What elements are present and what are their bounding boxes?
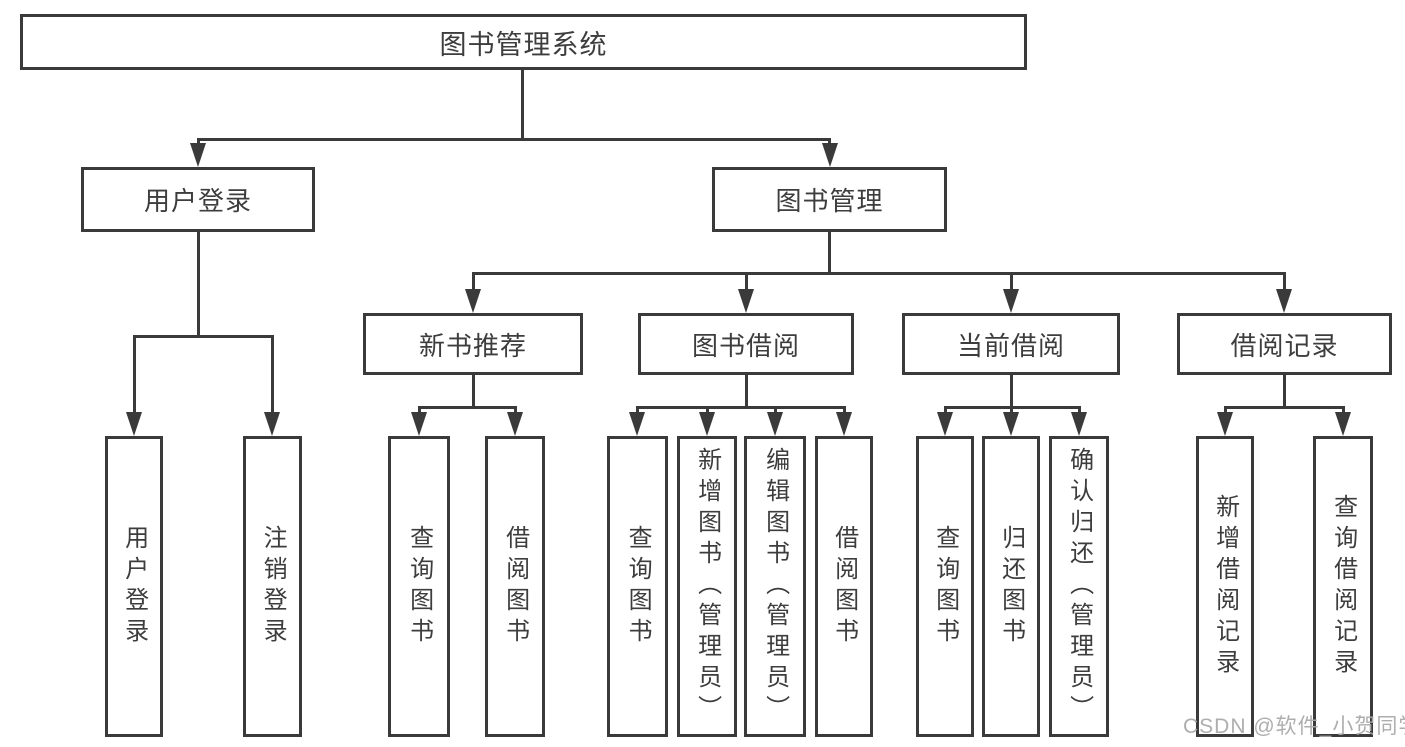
node-label: 查询图书 bbox=[931, 524, 959, 649]
connector-line bbox=[1224, 406, 1227, 416]
node-leaf-query-borrow-record: 查询借阅记录 bbox=[1313, 436, 1373, 737]
connector-line bbox=[1010, 406, 1013, 416]
node-leaf-edit-books-admin: 编辑图书（管理员） bbox=[744, 436, 806, 737]
connector-line bbox=[418, 406, 421, 416]
node-label: 图书管理系统 bbox=[439, 29, 608, 60]
arrowhead bbox=[1276, 289, 1292, 313]
node-label: 注销登录 bbox=[259, 524, 287, 649]
arrowhead bbox=[465, 289, 481, 313]
connector-line bbox=[745, 375, 748, 407]
connector-line bbox=[843, 406, 846, 416]
node-label: 新增图书（管理员） bbox=[693, 447, 721, 726]
arrowhead bbox=[1071, 412, 1087, 436]
node-current-borrowing: 当前借阅 bbox=[902, 313, 1120, 375]
node-leaf-query-books-2: 查询图书 bbox=[607, 436, 668, 737]
connector-line bbox=[944, 406, 947, 416]
node-label: 借阅图书 bbox=[501, 524, 529, 649]
node-book-borrowing: 图书借阅 bbox=[638, 313, 854, 375]
node-leaf-logout: 注销登录 bbox=[243, 436, 302, 737]
node-label: 用户登录 bbox=[143, 186, 252, 216]
node-user-login: 用户登录 bbox=[81, 167, 315, 232]
connector-line bbox=[418, 406, 517, 409]
connector-line bbox=[636, 406, 639, 416]
arrowhead bbox=[738, 289, 754, 313]
connector-line bbox=[1342, 406, 1345, 416]
arrowhead bbox=[126, 412, 142, 436]
node-label: 借阅记录 bbox=[1230, 330, 1339, 361]
node-label: 确认归还（管理员） bbox=[1065, 447, 1093, 726]
connector-line bbox=[774, 406, 777, 416]
node-label: 查询图书 bbox=[624, 524, 652, 649]
arrowhead bbox=[507, 412, 523, 436]
node-leaf-query-books-1: 查询图书 bbox=[388, 436, 450, 737]
arrowhead bbox=[629, 412, 645, 436]
connector-line bbox=[1010, 272, 1013, 292]
arrowhead bbox=[822, 143, 838, 167]
connector-line bbox=[271, 335, 274, 416]
node-leaf-add-borrow-record: 新增借阅记录 bbox=[1196, 436, 1254, 737]
arrowhead bbox=[1217, 412, 1233, 436]
arrowhead bbox=[1003, 289, 1019, 313]
arrowhead bbox=[411, 412, 427, 436]
connector-line bbox=[521, 69, 524, 138]
connector-line bbox=[1224, 406, 1345, 409]
node-root: 图书管理系统 bbox=[20, 14, 1027, 70]
connector-line bbox=[1010, 375, 1013, 407]
node-book-management: 图书管理 bbox=[712, 167, 947, 232]
connector-line bbox=[706, 406, 709, 416]
arrowhead bbox=[264, 412, 280, 436]
node-label: 图书管理 bbox=[775, 186, 884, 216]
node-leaf-borrow-books-2: 借阅图书 bbox=[815, 436, 873, 737]
arrowhead bbox=[836, 412, 852, 436]
connector-line bbox=[472, 272, 1286, 275]
connector-line bbox=[197, 138, 831, 141]
node-leaf-confirm-return-admin: 确认归还（管理员） bbox=[1049, 436, 1109, 737]
arrowhead bbox=[1003, 412, 1019, 436]
node-label: 新书推荐 bbox=[418, 330, 527, 361]
node-borrowing-records: 借阅记录 bbox=[1177, 313, 1392, 375]
node-label: 借阅图书 bbox=[830, 524, 858, 649]
connector-line bbox=[133, 335, 136, 416]
connector-line bbox=[1283, 375, 1286, 407]
connector-line bbox=[514, 406, 517, 416]
connector-line bbox=[472, 375, 475, 407]
node-leaf-query-books-3: 查询图书 bbox=[916, 436, 974, 737]
node-label: 图书借阅 bbox=[691, 330, 800, 361]
arrowhead bbox=[699, 412, 715, 436]
node-label: 新增借阅记录 bbox=[1211, 493, 1239, 680]
node-label: 用户登录 bbox=[120, 524, 148, 649]
arrowhead bbox=[190, 143, 206, 167]
node-label: 查询图书 bbox=[405, 524, 433, 649]
connector-line bbox=[828, 138, 831, 147]
connector-line bbox=[197, 138, 200, 147]
node-leaf-borrow-books-1: 借阅图书 bbox=[485, 436, 545, 737]
node-leaf-return-books: 归还图书 bbox=[982, 436, 1040, 737]
node-leaf-user-login: 用户登录 bbox=[105, 436, 163, 737]
node-label: 当前借阅 bbox=[956, 330, 1065, 361]
arrowhead bbox=[1335, 412, 1351, 436]
arrowhead bbox=[767, 412, 783, 436]
node-new-book-recommendation: 新书推荐 bbox=[363, 313, 583, 375]
connector-line bbox=[1078, 406, 1081, 416]
node-label: 编辑图书（管理员） bbox=[761, 447, 789, 726]
connector-line bbox=[745, 272, 748, 292]
connector-line bbox=[636, 406, 846, 409]
arrowhead bbox=[937, 412, 953, 436]
node-label: 查询借阅记录 bbox=[1329, 493, 1357, 680]
connector-line bbox=[1283, 272, 1286, 292]
csdn-watermark: CSDN @软件_小贺同学 bbox=[1183, 715, 1405, 738]
connector-line bbox=[828, 232, 831, 275]
connector-line bbox=[197, 232, 200, 338]
connector-line bbox=[472, 272, 475, 292]
connector-line bbox=[133, 335, 274, 338]
node-leaf-add-books-admin: 新增图书（管理员） bbox=[677, 436, 737, 737]
node-label: 归还图书 bbox=[997, 524, 1025, 649]
